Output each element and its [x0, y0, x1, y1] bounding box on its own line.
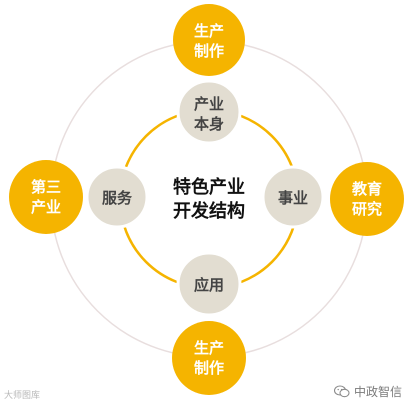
outer-node-right-line2: 研究	[352, 200, 382, 218]
outer-node-left-line2: 产业	[31, 198, 61, 216]
outer-node-top: 生产 制作	[173, 4, 245, 76]
outer-node-left: 第三 产业	[9, 160, 83, 234]
inner-node-bottom-line1: 应用	[194, 276, 224, 294]
inner-node-top-line1: 产业	[194, 95, 224, 113]
center-label-line1: 特色产业	[173, 176, 245, 198]
watermark-left: 大师图库	[4, 391, 41, 401]
inner-node-left-line1: 服务	[102, 189, 133, 207]
outer-node-right: 教育 研究	[330, 162, 404, 236]
inner-node-right: 事业	[261, 165, 325, 229]
outer-node-top-line1: 生产	[194, 22, 224, 40]
outer-node-bottom-line2: 制作	[194, 359, 224, 377]
inner-node-right-line1: 事业	[278, 189, 308, 207]
center-label-line2: 开发结构	[173, 200, 245, 222]
outer-node-top-line2: 制作	[194, 42, 224, 60]
inner-node-top-line2: 本身	[194, 115, 224, 133]
outer-node-left-line1: 第三	[31, 178, 61, 196]
watermark-right-label: 中政智信	[353, 385, 402, 399]
outer-node-bottom: 生产 制作	[172, 321, 246, 395]
wechat-icon	[333, 385, 350, 398]
outer-node-bottom-line1: 生产	[194, 339, 224, 357]
inner-node-top: 产业 本身	[176, 79, 242, 145]
outer-node-right-line1: 教育	[351, 180, 382, 198]
inner-node-left: 服务	[85, 165, 149, 229]
watermark-right: 中政智信	[333, 383, 402, 400]
inner-node-bottom: 应用	[176, 251, 242, 317]
center-label: 特色产业 开发结构	[173, 176, 245, 222]
